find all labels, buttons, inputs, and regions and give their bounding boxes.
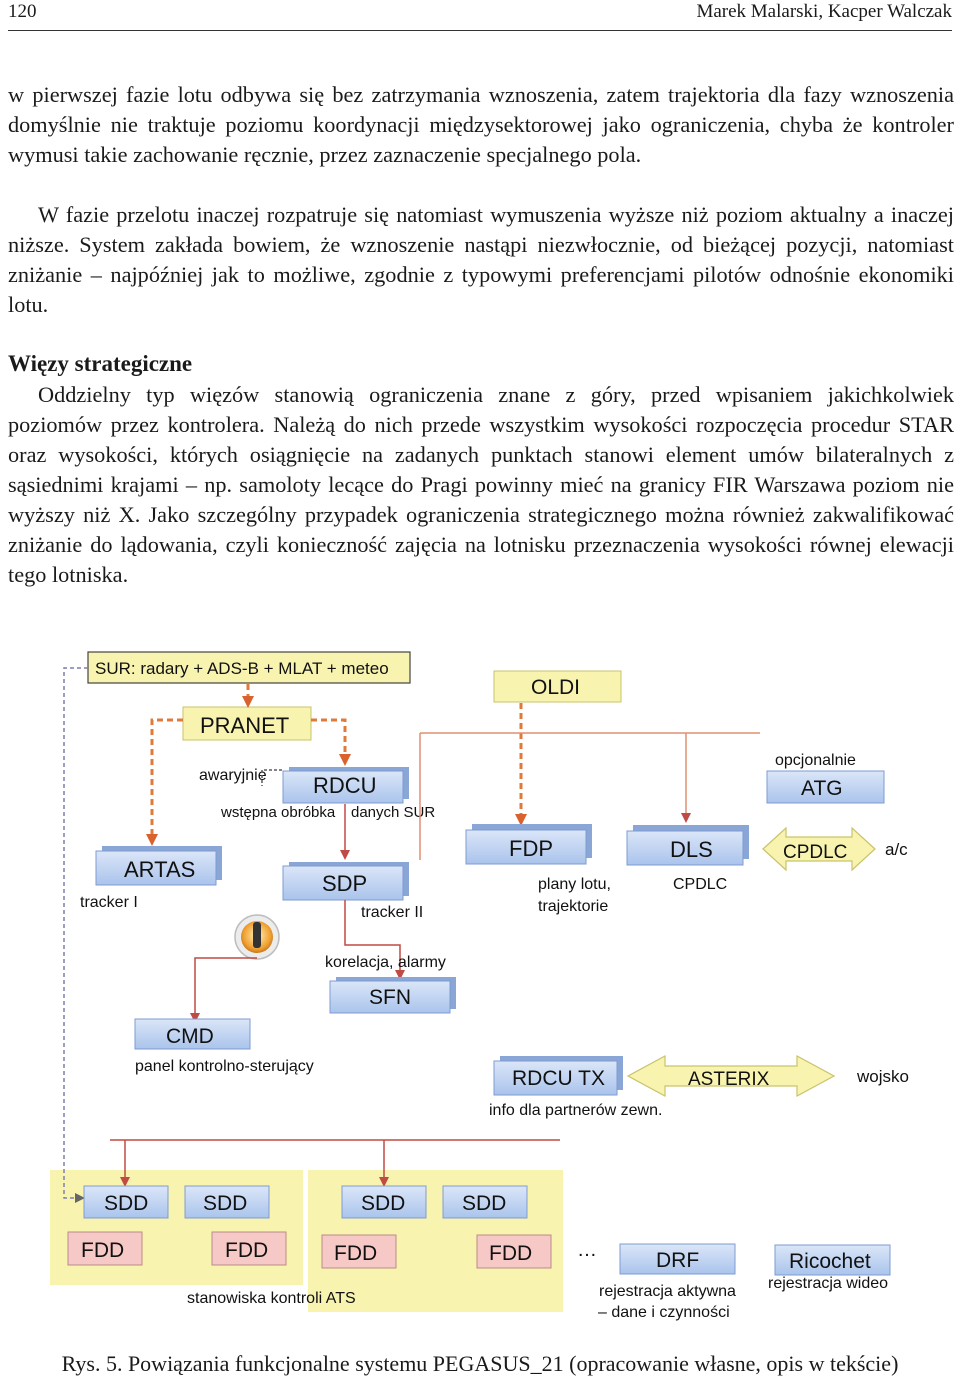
panel-label: panel kontrolno-sterujący — [135, 1058, 314, 1075]
rdcu-box — [282, 770, 404, 804]
sdd-label-2: SDD — [203, 1192, 247, 1215]
sdd-box-3 — [341, 1185, 427, 1219]
sur-box — [87, 651, 411, 684]
asterix-double-arrow — [626, 1054, 836, 1098]
info-label: info dla partnerów zewn. — [489, 1102, 662, 1119]
authors: Marek Malarski, Kacper Walczak — [696, 1, 952, 22]
figure-caption: Rys. 5. Powiązania funkcjonalne systemu … — [61, 1351, 899, 1376]
cpdlc-sublabel: CPDLC — [673, 876, 727, 893]
atg-label: ATG — [801, 777, 843, 800]
sfn-label: SFN — [369, 986, 411, 1009]
fdd-box-1 — [67, 1231, 143, 1266]
asterix-label: ASTERIX — [688, 1069, 770, 1090]
dls-box — [626, 830, 744, 866]
dashed-arrows — [146, 684, 527, 846]
paragraph-1: w pierwszej fazie lotu odbywa się bez za… — [8, 82, 954, 167]
rej-wideo-label: rejestracja wideo — [768, 1275, 888, 1292]
sdp-label: SDP — [322, 871, 367, 896]
cmd-box — [134, 1018, 251, 1050]
atg-box — [766, 770, 885, 804]
rej-aktywna-label: rejestracja aktywna — [599, 1283, 736, 1300]
tracker2-label: tracker II — [361, 904, 423, 921]
drf-label: DRF — [656, 1249, 699, 1272]
sdd-box-4 — [442, 1185, 528, 1219]
awaryjnie-label: awaryjnie — [199, 767, 267, 784]
emergency-line-to-sdd — [63, 667, 88, 1203]
oldi-box — [493, 670, 622, 703]
drf-box — [619, 1243, 736, 1275]
korelacja-label: korelacja, alarmy — [325, 954, 446, 971]
ellipsis: … — [577, 1239, 597, 1261]
awaryjnie-arrow — [261, 769, 282, 786]
wojsko-label: wojsko — [856, 1067, 909, 1086]
fdd-box-2 — [211, 1231, 287, 1266]
sfn-box — [329, 980, 451, 1014]
upper-connectors — [340, 733, 691, 860]
page-header: 120 Marek Malarski, Kacper Walczak — [8, 0, 952, 31]
trajektorie-label: trajektorie — [538, 898, 608, 915]
knob-to-cmd — [190, 957, 257, 1023]
sdd-label-4: SDD — [462, 1192, 506, 1215]
dashed-arrow-pranet-artas — [146, 718, 183, 846]
fdd-label-2: FDD — [225, 1239, 268, 1262]
bottom-connectors — [120, 1140, 389, 1187]
paragraph-3: Oddzielny typ więzów stanowią ograniczen… — [8, 382, 954, 587]
dane-label: – dane i czynności — [598, 1304, 730, 1321]
tracker1-label: tracker I — [80, 894, 138, 911]
pranet-box — [182, 706, 312, 741]
sdd-box-2 — [184, 1185, 270, 1219]
fdd-group: FDD FDD FDD FDD — [67, 1231, 552, 1269]
opcjonalnie-label: opcjonalnie — [775, 752, 856, 769]
fdd-box-3 — [321, 1234, 397, 1269]
sdd-group: SDD SDD SDD SDD — [83, 1185, 528, 1219]
ricochet-label: Ricochet — [789, 1250, 871, 1273]
ac-label: a/c — [885, 840, 908, 859]
sdd-label-3: SDD — [361, 1192, 405, 1215]
fdd-label-1: FDD — [81, 1239, 124, 1262]
danych-sur-label: danych SUR — [351, 804, 435, 821]
control-knob-icon — [234, 914, 280, 960]
middle-connectors — [190, 900, 405, 1023]
rdcu-label: RDCU — [313, 773, 377, 798]
fdp-box — [465, 829, 587, 865]
dashed-arrow-pranet-sdp — [311, 718, 351, 766]
sdd-label-1: SDD — [104, 1192, 148, 1215]
sur-label: SUR: radary + ADS-B + MLAT + meteo — [95, 659, 389, 678]
artas-box — [95, 850, 217, 886]
sdp-box — [282, 865, 404, 901]
cpdlc-arrow-label: CPDLC — [783, 842, 847, 863]
cpdlc-double-arrow — [762, 826, 876, 872]
wstepna-label: wstępna obróbka — [220, 804, 336, 821]
fdp-label: FDP — [509, 836, 553, 861]
section-heading: Więzy strategiczne — [8, 351, 193, 376]
ricochet-box — [774, 1244, 891, 1276]
page-number: 120 — [8, 1, 37, 22]
pranet-label: PRANET — [200, 713, 289, 738]
oldi-label: OLDI — [531, 676, 580, 699]
sdp-to-sfn — [344, 900, 405, 980]
fdd-label-3: FDD — [334, 1242, 377, 1265]
sdd-box-1 — [83, 1185, 169, 1219]
dls-label: DLS — [670, 837, 713, 862]
paragraph-2: W fazie przelotu inaczej rozpatruje się … — [8, 202, 954, 317]
artas-label: ARTAS — [124, 857, 195, 882]
rdcu-tx-label: RDCU TX — [512, 1067, 605, 1090]
rdcu-tx-box — [493, 1060, 618, 1096]
fdd-box-4 — [476, 1234, 552, 1269]
stanowiska-label: stanowiska kontroli ATS — [187, 1290, 356, 1307]
fdd-label-4: FDD — [489, 1242, 532, 1265]
cmd-label: CMD — [166, 1025, 214, 1048]
plany-lotu-label: plany lotu, — [538, 876, 611, 893]
